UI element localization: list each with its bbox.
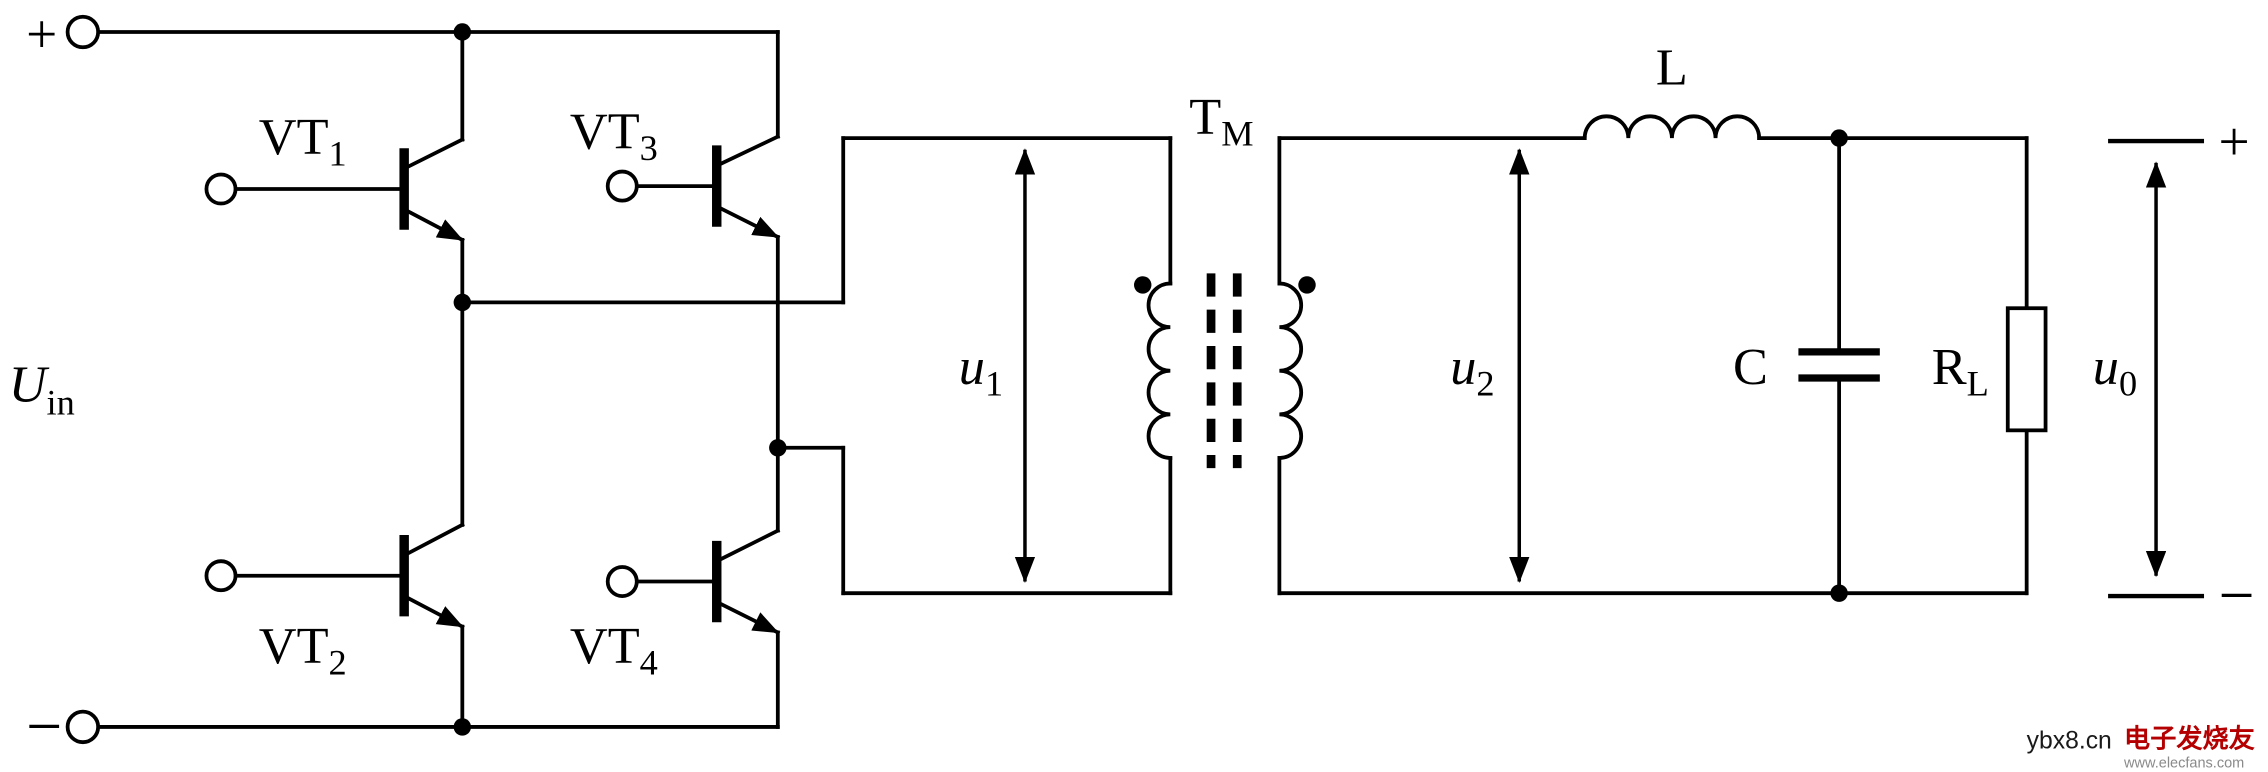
watermark-logo-text: 电子发烧友 (2124, 723, 2256, 753)
vt1-collector-diagonal (401, 137, 465, 172)
vt4-emitter-arrow (714, 599, 781, 635)
watermark-site: ybx8.cn (2027, 728, 2112, 755)
u0-label: u0 (2093, 338, 2137, 404)
capacitor-label: C (1733, 338, 1768, 396)
secondary-winding (1277, 281, 1304, 460)
terminal-circle-positive (65, 14, 101, 50)
vt2-label: VT2 (259, 617, 347, 683)
transistor-vt3: VT3 (570, 30, 781, 450)
vt3-base-terminal (605, 169, 639, 203)
primary-loop-wiring (460, 136, 1173, 596)
u1-measurement: u1 (959, 148, 1036, 583)
secondary-polarity-dot (1298, 276, 1316, 294)
watermark: ybx8.cn 电子发烧友 www.elecfans.com (2027, 723, 2256, 771)
input-positive-terminal: + (26, 3, 101, 64)
terminal-circle-negative (65, 709, 101, 745)
vt2-collector-diagonal (401, 522, 465, 558)
primary-polarity-dot (1134, 276, 1152, 294)
transformer-label: TM (1189, 88, 1253, 154)
transformer-tm: TM (1134, 88, 1316, 469)
capacitor-c: C (1733, 129, 1880, 602)
input-plus-sign: + (26, 3, 57, 64)
uin-label: Uin (9, 355, 75, 422)
u2-label: u2 (1450, 338, 1494, 404)
load-label: RL (1932, 338, 1989, 404)
watermark-url: www.elecfans.com (2123, 756, 2244, 772)
u2-measurement: u2 (1450, 148, 1530, 583)
load-resistor-rl: RL (1932, 136, 2048, 596)
vt2-emitter-arrow (401, 593, 465, 630)
vt2-base-terminal (204, 559, 238, 593)
vt3-emitter-arrow (714, 203, 781, 240)
vt1-emitter-arrow (401, 206, 465, 243)
transistor-vt1: VT1 (204, 30, 465, 305)
u0-measurement: u0 + − (2093, 111, 2255, 631)
vt4-collector-diagonal (714, 528, 781, 564)
vt3-collector-diagonal (714, 134, 781, 169)
vt1-base-terminal (204, 172, 238, 206)
secondary-loop-wiring (1277, 136, 2029, 596)
load-resistor-body (2005, 306, 2048, 433)
input-negative-terminal: − (26, 690, 101, 761)
vt1-label: VT1 (259, 108, 347, 174)
output-minus-sign: − (2219, 559, 2255, 630)
vt4-base-terminal (605, 565, 639, 598)
inductor-l: L (1582, 38, 1762, 141)
vt4-label: VT4 (570, 617, 658, 683)
inductor-coil (1582, 114, 1762, 141)
input-minus-sign: − (26, 690, 62, 761)
transistor-vt2: VT2 (204, 300, 465, 729)
transistor-vt4: VT4 (570, 445, 781, 729)
vt3-label: VT3 (570, 102, 658, 168)
inductor-label: L (1656, 38, 1688, 96)
u1-label: u1 (959, 338, 1003, 404)
primary-winding (1146, 281, 1173, 460)
output-plus-sign: + (2219, 111, 2250, 172)
